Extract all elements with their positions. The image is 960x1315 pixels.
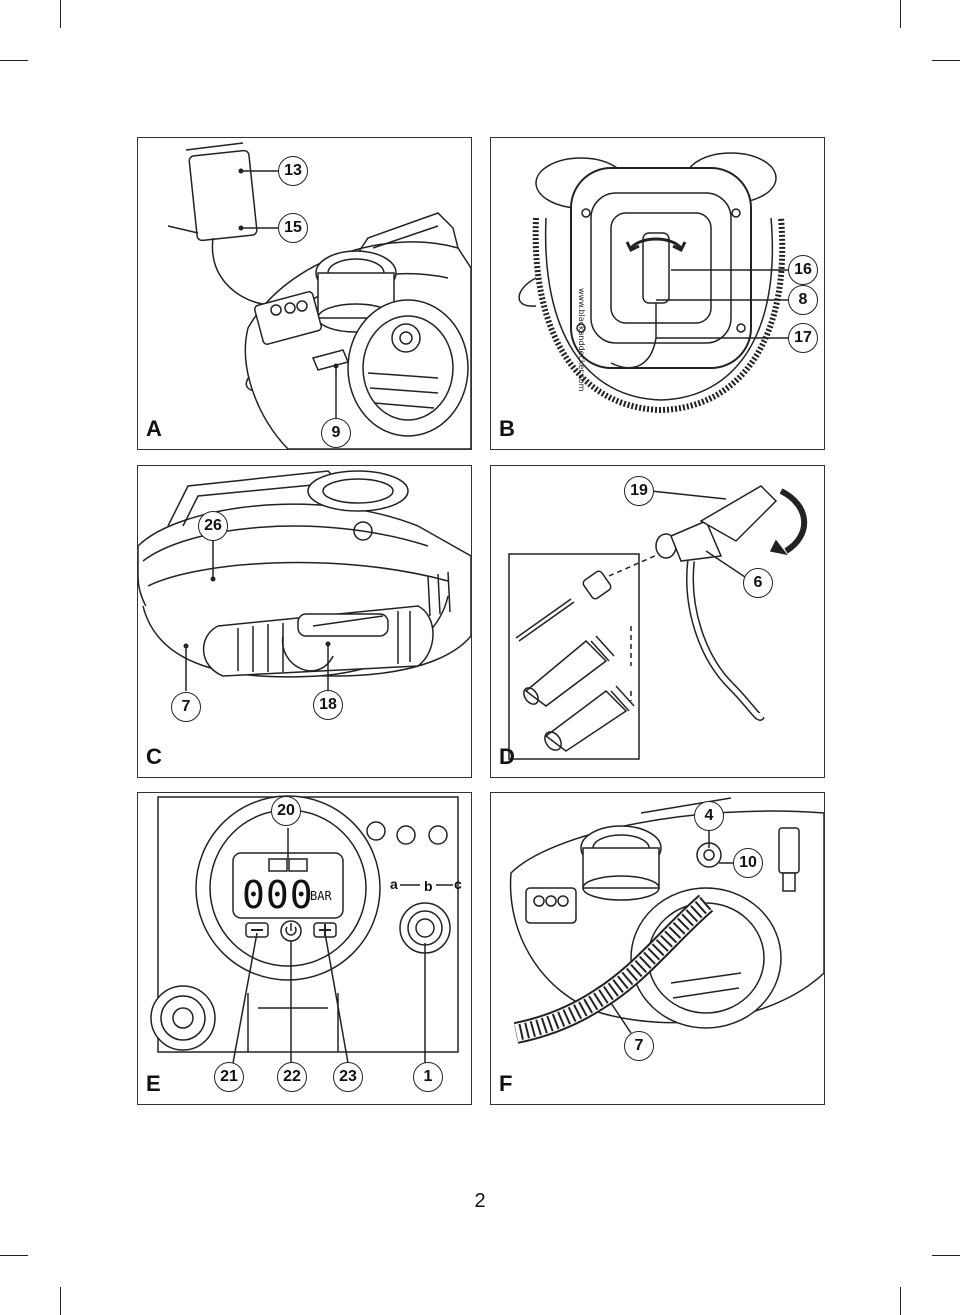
crop-mark-top-left bbox=[60, 0, 61, 28]
panel-d: 19 6 D bbox=[490, 465, 825, 778]
crop-mark-left-bottom bbox=[0, 1255, 28, 1256]
callout-16: 16 bbox=[788, 255, 818, 285]
panel-letter-c: C bbox=[146, 744, 162, 769]
battery-icon bbox=[268, 858, 288, 872]
panel-letter-b: B bbox=[499, 416, 515, 441]
crop-mark-bottom-right bbox=[900, 1287, 901, 1315]
callout-22: 22 bbox=[277, 1062, 307, 1092]
compressor-with-charger-illustration bbox=[167, 142, 471, 449]
crop-mark-bottom-left bbox=[60, 1287, 61, 1315]
hose-storage-illustration bbox=[138, 470, 471, 691]
rim-text: www.blackanddecker.com bbox=[577, 288, 586, 392]
crop-mark-top-right bbox=[900, 0, 901, 28]
callout-7: 7 bbox=[171, 692, 201, 722]
panel-letter-f: F bbox=[499, 1071, 513, 1096]
power-icon bbox=[285, 923, 297, 936]
rotate-arrow-icon bbox=[779, 488, 808, 554]
panel-f: 4 10 7 F bbox=[490, 792, 825, 1105]
callout-7-f: 7 bbox=[624, 1031, 654, 1061]
control-panel-illustration bbox=[150, 795, 459, 1064]
adapter-connector-illustration bbox=[508, 485, 808, 760]
crop-mark-left-top bbox=[0, 60, 28, 61]
panel-e: 000 BAR a b c 20 21 22 23 1 E bbox=[137, 792, 472, 1105]
plus-icon bbox=[319, 924, 331, 936]
lcd-digits: 000 bbox=[242, 873, 314, 917]
panel-letter-a: A bbox=[146, 416, 162, 441]
fan-icon bbox=[415, 918, 435, 938]
callout-1: 1 bbox=[413, 1062, 443, 1092]
callout-23: 23 bbox=[333, 1062, 363, 1092]
panel-a: 13 15 9 A bbox=[137, 137, 472, 450]
crop-mark-right-bottom bbox=[932, 1255, 960, 1256]
callout-13: 13 bbox=[278, 156, 308, 186]
callout-19: 19 bbox=[624, 476, 654, 506]
mode-label-b: b bbox=[424, 878, 433, 894]
mode-label-c: c bbox=[454, 876, 462, 892]
callout-10: 10 bbox=[733, 848, 763, 878]
page-number: 2 bbox=[474, 1190, 486, 1212]
callout-15: 15 bbox=[278, 213, 308, 243]
callout-6: 6 bbox=[743, 568, 773, 598]
callout-18: 18 bbox=[313, 690, 343, 720]
callout-21: 21 bbox=[214, 1062, 244, 1092]
hose-connection-illustration bbox=[509, 797, 824, 1044]
mode-label-a: a bbox=[390, 876, 398, 892]
callout-20: 20 bbox=[271, 796, 301, 826]
panel-b: www.blackanddecker.com 16 8 17 B bbox=[490, 137, 825, 450]
panel-letter-e: E bbox=[146, 1071, 161, 1096]
callout-26: 26 bbox=[198, 511, 228, 541]
callout-17: 17 bbox=[788, 323, 818, 353]
panel-c: 26 7 18 C bbox=[137, 465, 472, 778]
lcd-unit: BAR bbox=[310, 889, 332, 903]
cord-storage-bottom-illustration: www.blackanddecker.com bbox=[518, 152, 791, 414]
crop-mark-right-top bbox=[932, 60, 960, 61]
callout-9: 9 bbox=[321, 418, 351, 448]
callout-8: 8 bbox=[788, 285, 818, 315]
callout-4: 4 bbox=[694, 801, 724, 831]
panel-letter-d: D bbox=[499, 744, 515, 769]
